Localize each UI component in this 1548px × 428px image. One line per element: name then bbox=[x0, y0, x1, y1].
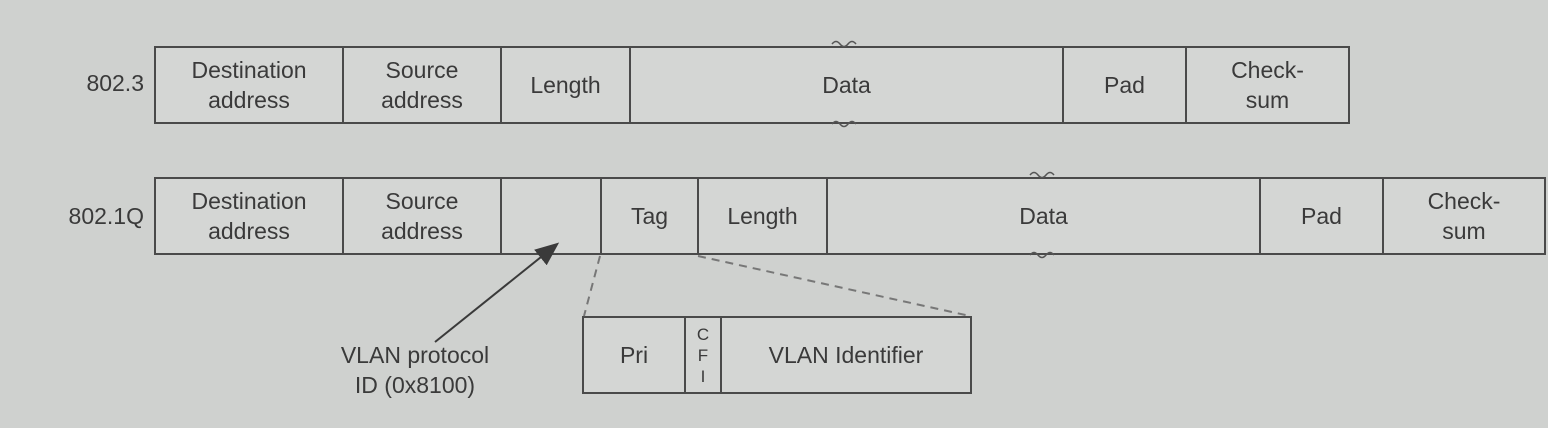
field-source-address: Source address bbox=[344, 179, 502, 253]
field-pri: Pri bbox=[584, 318, 686, 392]
field-pad: Pad bbox=[1064, 48, 1187, 122]
tag-detail: Pri C F I VLAN Identifier bbox=[582, 316, 972, 394]
field-pad: Pad bbox=[1261, 179, 1384, 253]
field-destination-address: Destination address bbox=[156, 179, 344, 253]
field-vlan-protocol-id bbox=[502, 179, 602, 253]
field-vlan-identifier: VLAN Identifier bbox=[768, 342, 924, 368]
dashed-expand-right bbox=[697, 255, 971, 317]
field-checksum: Check- sum bbox=[1231, 57, 1304, 113]
field-checksum: Check- sum bbox=[1427, 188, 1501, 244]
field-length: Length bbox=[502, 48, 631, 122]
field-data: Data bbox=[828, 179, 1261, 253]
frame-8021q: Destination address Source address Tag L… bbox=[154, 177, 1546, 255]
arrow-to-protocol-id bbox=[434, 242, 560, 343]
field-data: Data bbox=[631, 48, 1064, 122]
field-destination-address: Destination address bbox=[156, 48, 344, 122]
field-tag: Tag bbox=[602, 179, 699, 253]
break-mark-icon bbox=[831, 40, 1055, 259]
field-length: Length bbox=[699, 179, 828, 253]
field-cfi: C F I bbox=[686, 318, 722, 392]
dashed-expand-left bbox=[583, 255, 601, 317]
row-label-8023: 802.3 bbox=[86, 70, 144, 96]
frame-8023: Destination address Source address Lengt… bbox=[154, 46, 1350, 124]
field-source-address: Source address bbox=[344, 48, 502, 122]
vlan-protocol-annotation: VLAN protocol ID (0x8100) bbox=[340, 342, 490, 398]
row-label-8021q: 802.1Q bbox=[68, 203, 144, 229]
